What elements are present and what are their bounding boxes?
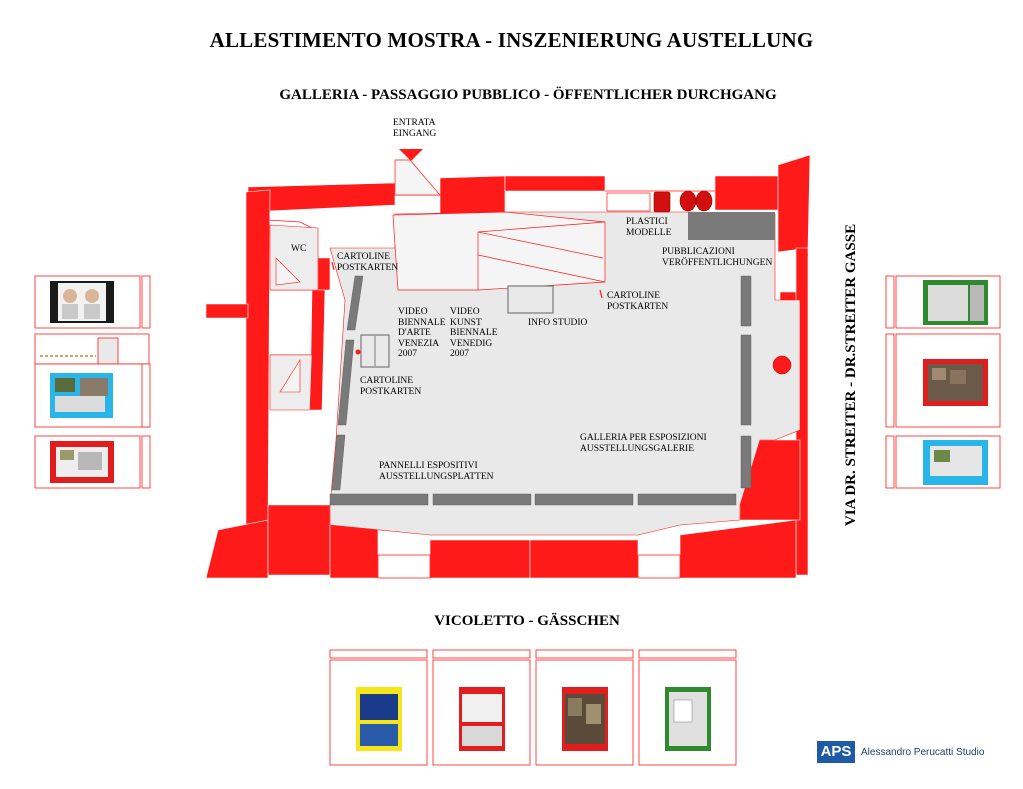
label-video-biennale: VIDEO BIENNALE D'ARTE VENEZIA 2007: [398, 307, 446, 359]
bottom-panels: [329, 649, 737, 766]
aps-logo-mark: APS: [817, 741, 855, 763]
model-items: [653, 190, 713, 213]
gallery-floor: [329, 211, 801, 536]
entrance-arrow: [399, 149, 423, 161]
label-postcards-entrance: CARTOLINE POSTKARTEN: [337, 252, 399, 273]
label-gallery: GALLERIA PER ESPOSIZIONI AUSSTELLUNGSGAL…: [580, 433, 707, 454]
label-publications: PUBBLICAZIONI VERÖFFENTLICHUNGEN: [662, 247, 773, 268]
studio-logo: APS Alessandro Perucatti Studio: [817, 741, 997, 765]
display-panels: [329, 275, 752, 506]
label-postcards-left: CARTOLINE POSTKARTEN: [360, 376, 422, 397]
studio-name: Alessandro Perucatti Studio: [861, 747, 985, 758]
left-panels: [34, 275, 151, 489]
video-screen: [360, 334, 390, 368]
street-label-bottom: VICOLETTO - GÄSSCHEN: [434, 613, 620, 629]
label-info-studio: INFO STUDIO: [528, 318, 588, 328]
models-counter: [688, 212, 775, 240]
page-title: ALLESTIMENTO MOSTRA - INSZENIERUNG AUSTE…: [209, 28, 814, 52]
label-wc: WC: [291, 244, 307, 254]
label-models: PLASTICI MODELLE: [626, 217, 672, 238]
info-desk: [507, 285, 554, 314]
column: [772, 355, 792, 375]
street-label-top: GALLERIA - PASSAGGIO PUBBLICO - ÖFFENTLI…: [279, 87, 777, 103]
label-postcards-right: CARTOLINE POSTKARTEN: [607, 291, 669, 312]
label-video-kunst: VIDEO KUNST BIENNALE VENEDIG 2007: [450, 307, 498, 359]
street-label-right: VIA DR. STREITER - DR.STREITER GASSE: [843, 223, 859, 527]
label-entrance: ENTRATA EINGANG: [393, 118, 437, 139]
right-panels: [885, 275, 1001, 489]
entrance-ramp: [392, 159, 606, 291]
label-panels: PANNELLI ESPOSITIVI AUSSTELLUNGSPLATTEN: [379, 461, 494, 482]
